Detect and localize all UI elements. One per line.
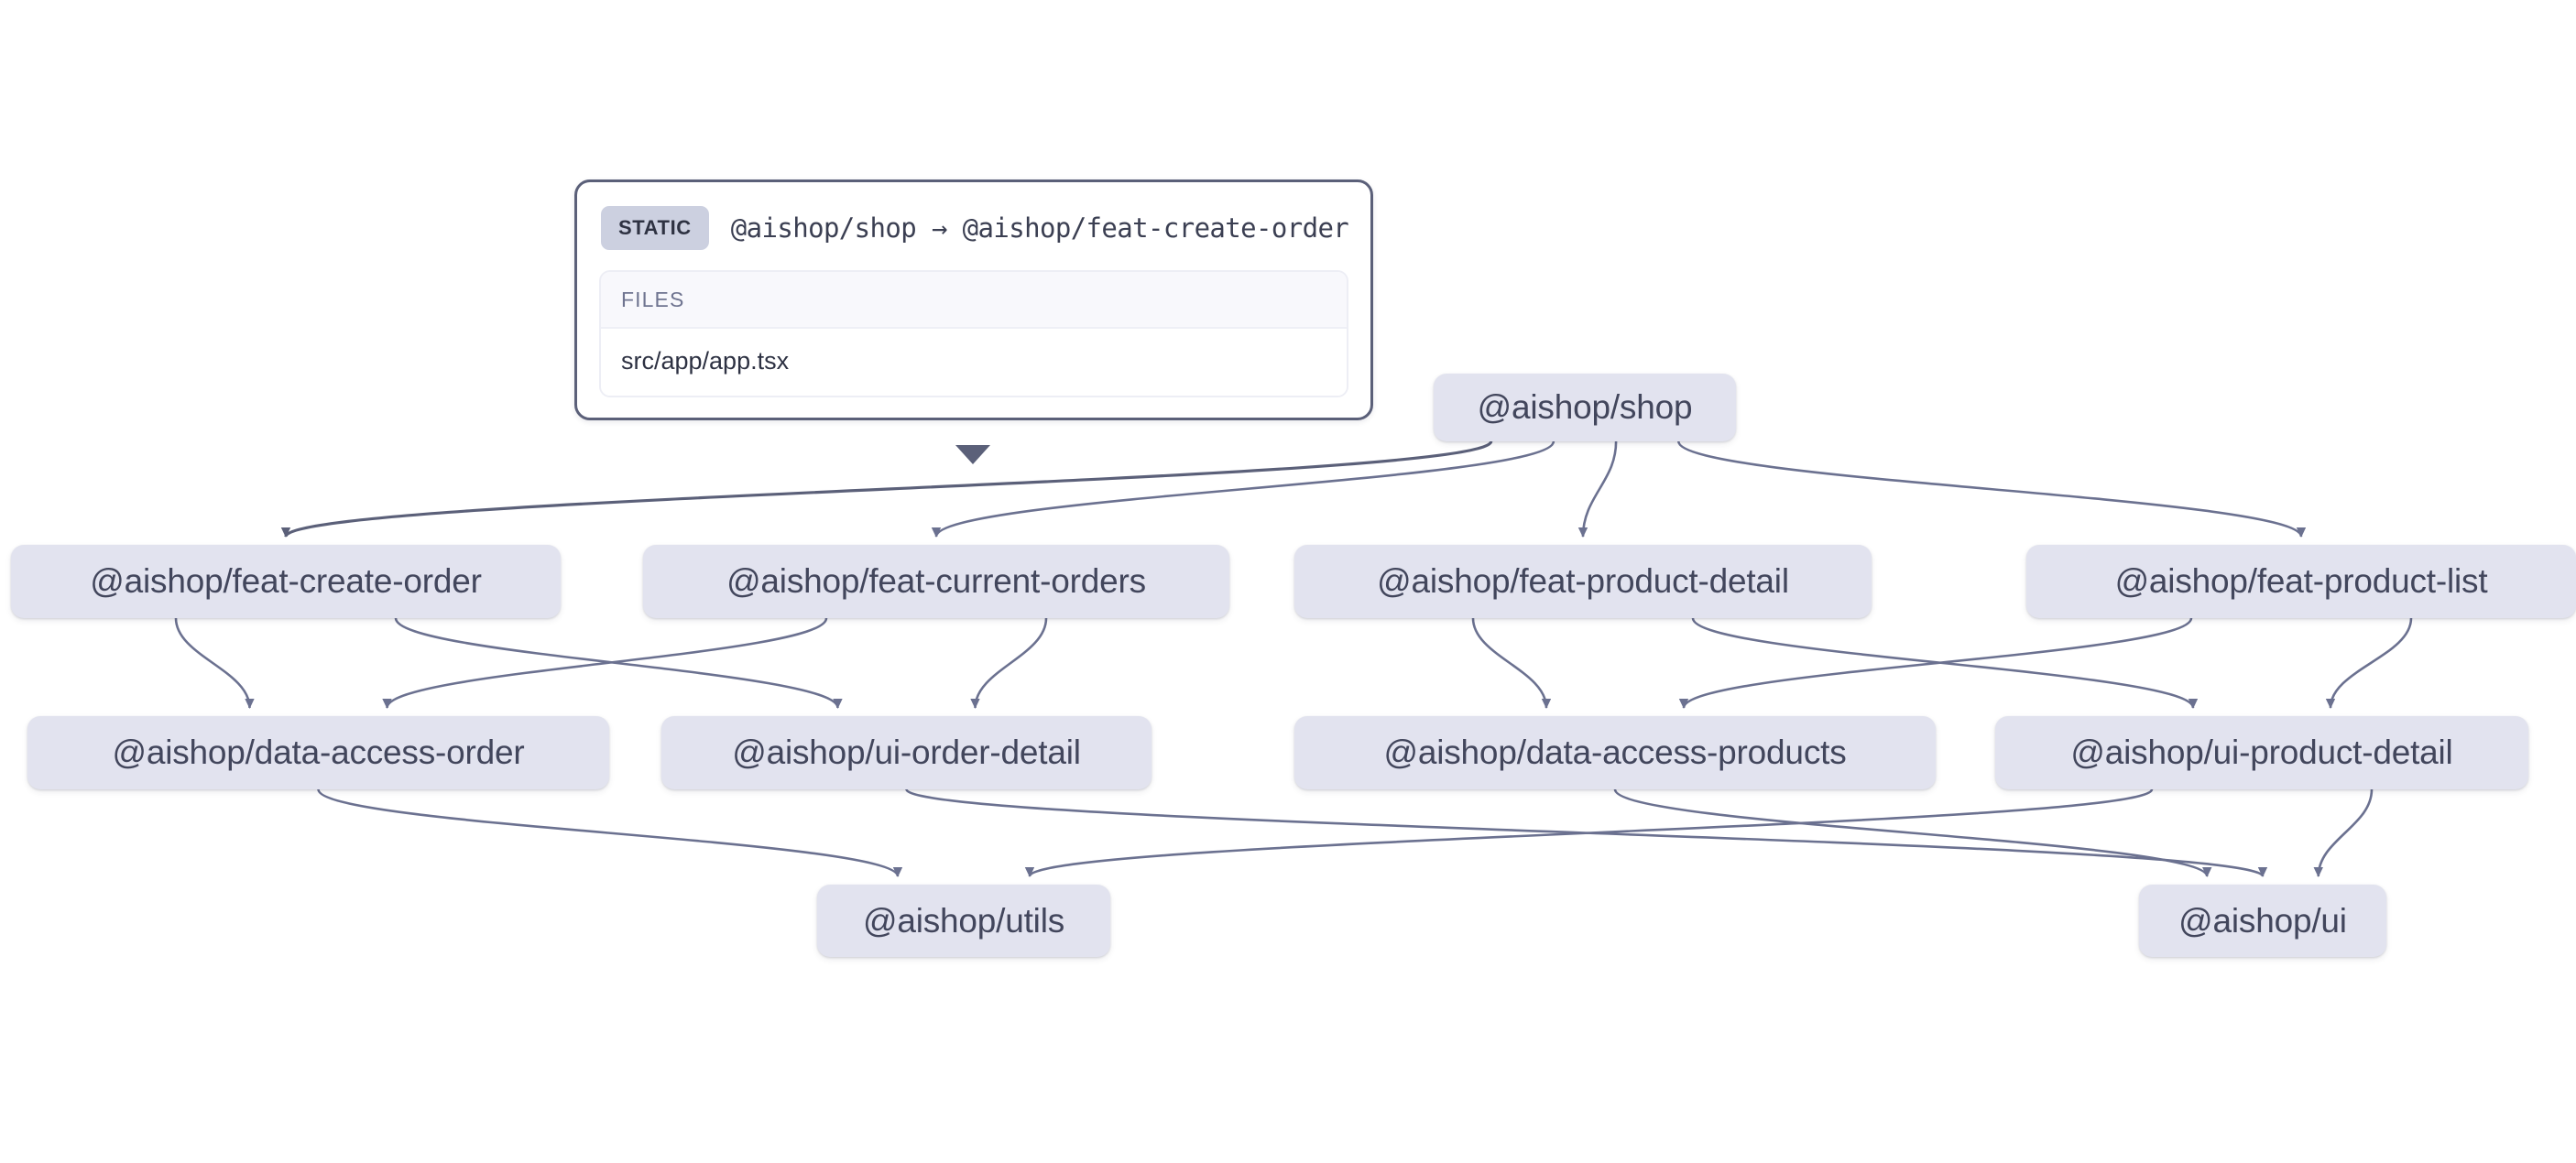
graph-node-label: @aishop/utils <box>862 901 1065 940</box>
graph-node-data-access-products[interactable]: @aishop/data-access-products <box>1294 716 1936 789</box>
graph-edge-shop-to-feat-product-list[interactable] <box>1677 440 2307 538</box>
graph-node-label: @aishop/ui-product-detail <box>2070 734 2453 771</box>
graph-edge-feat-current-orders-to-data-access-order[interactable] <box>382 617 828 709</box>
tooltip-title: @aishop/shop → @aishop/feat-create-order <box>730 212 1349 244</box>
graph-node-label: @aishop/ui <box>2178 901 2347 940</box>
graph-node-feat-product-detail[interactable]: @aishop/feat-product-detail <box>1294 545 1872 618</box>
graph-node-label: @aishop/data-access-order <box>112 734 525 771</box>
graph-edge-feat-current-orders-to-ui-order-detail[interactable] <box>970 617 1048 709</box>
graph-node-label: @aishop/shop <box>1477 388 1693 426</box>
tooltip-pointer-icon <box>955 445 990 464</box>
graph-edge-ui-product-detail-to-utils[interactable] <box>1025 788 2154 878</box>
files-header: FILES <box>601 272 1347 329</box>
graph-edge-data-access-products-to-ui[interactable] <box>1613 788 2212 877</box>
graph-node-ui-product-detail[interactable]: @aishop/ui-product-detail <box>1995 716 2528 789</box>
graph-node-label: @aishop/feat-product-list <box>2114 562 2488 600</box>
file-list-item[interactable]: src/app/app.tsx <box>601 329 1347 396</box>
graph-node-feat-create-order[interactable]: @aishop/feat-create-order <box>11 545 561 618</box>
graph-edge-shop-to-feat-product-detail[interactable] <box>1577 440 1618 538</box>
graph-edge-feat-product-detail-to-ui-product-detail[interactable] <box>1691 617 2199 709</box>
graph-node-ui-order-detail[interactable]: @aishop/ui-order-detail <box>661 716 1152 789</box>
graph-node-feat-current-orders[interactable]: @aishop/feat-current-orders <box>643 545 1229 618</box>
graph-node-label: @aishop/feat-product-detail <box>1377 562 1789 600</box>
graph-node-label: @aishop/feat-create-order <box>90 562 482 600</box>
graph-edge-shop-to-feat-create-order[interactable] <box>281 440 1493 538</box>
static-badge: STATIC <box>601 206 709 250</box>
graph-node-label: @aishop/data-access-products <box>1383 734 1847 771</box>
tooltip-header: STATIC @aishop/shop → @aishop/feat-creat… <box>599 204 1349 255</box>
graph-edge-feat-product-detail-to-data-access-products[interactable] <box>1471 617 1552 709</box>
graph-edge-feat-product-list-to-ui-product-detail[interactable] <box>2325 617 2413 709</box>
graph-node-ui[interactable]: @aishop/ui <box>2139 885 2386 957</box>
graph-node-utils[interactable]: @aishop/utils <box>817 885 1110 957</box>
graph-edge-shop-to-feat-current-orders[interactable] <box>931 440 1555 538</box>
graph-edge-ui-order-detail-to-ui[interactable] <box>905 788 2267 878</box>
graph-node-shop[interactable]: @aishop/shop <box>1434 374 1736 441</box>
graph-edge-data-access-order-to-utils[interactable] <box>317 788 903 877</box>
graph-node-label: @aishop/feat-current-orders <box>726 562 1146 600</box>
edge-tooltip[interactable]: STATIC @aishop/shop → @aishop/feat-creat… <box>574 179 1373 420</box>
graph-edge-feat-create-order-to-ui-order-detail[interactable] <box>394 617 843 709</box>
graph-node-label: @aishop/ui-order-detail <box>732 734 1081 771</box>
graph-edge-ui-product-detail-to-ui[interactable] <box>2313 788 2374 877</box>
graph-node-data-access-order[interactable]: @aishop/data-access-order <box>27 716 609 789</box>
files-panel: FILES src/app/app.tsx <box>599 270 1348 397</box>
graph-node-feat-product-list[interactable]: @aishop/feat-product-list <box>2026 545 2576 618</box>
graph-edge-feat-product-list-to-data-access-products[interactable] <box>1678 617 2193 709</box>
graph-edge-feat-create-order-to-data-access-order[interactable] <box>174 617 255 709</box>
